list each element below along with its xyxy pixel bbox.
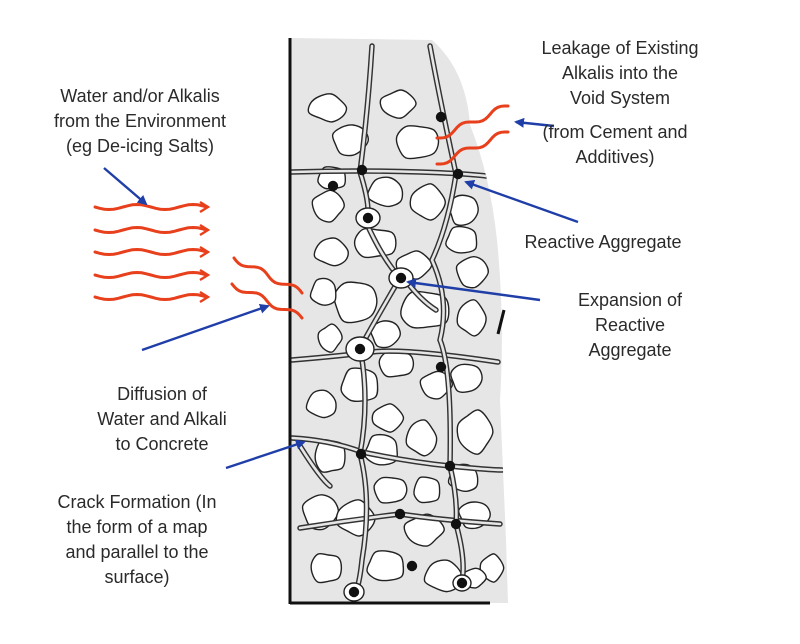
aggregate <box>395 125 440 160</box>
environment-wave <box>93 270 209 280</box>
aggregate <box>310 552 343 584</box>
aggregate <box>311 189 345 223</box>
arrow-reactive-aggregate <box>464 179 579 224</box>
aggregate <box>413 476 441 504</box>
arrow-expansion <box>406 278 541 302</box>
environment-wave <box>93 247 209 257</box>
reactive-particle <box>452 168 464 180</box>
wave-arrowhead <box>199 200 211 214</box>
reactive-particle <box>356 164 368 176</box>
reactive-particle <box>327 180 339 192</box>
arrow-environment <box>103 167 148 206</box>
aggregate <box>450 363 483 393</box>
reactive-particle <box>444 460 456 472</box>
wave-arrowhead <box>199 223 211 237</box>
diffusion-wave <box>232 256 304 295</box>
crack <box>428 44 465 584</box>
aggregate <box>400 290 450 329</box>
aggregate <box>409 183 447 221</box>
environment-wave <box>93 292 209 302</box>
reactive-particle <box>395 272 407 284</box>
crack <box>290 349 500 364</box>
label-reactive-aggregate: Reactive Aggregate <box>524 232 682 252</box>
aggregate <box>371 403 405 433</box>
aggregate <box>313 237 349 267</box>
aggregate <box>379 89 417 119</box>
aggregate <box>455 255 490 289</box>
aggregate <box>456 409 494 455</box>
leakage-wave <box>435 130 510 166</box>
aggregate <box>331 124 370 157</box>
aggregate <box>419 370 454 400</box>
aggregate <box>333 281 378 324</box>
leakage-wave <box>435 104 510 140</box>
aggregate <box>405 419 438 457</box>
aggregate <box>445 225 478 254</box>
crack <box>290 169 502 180</box>
crack-tick <box>496 309 506 335</box>
aggregate <box>373 476 408 504</box>
reactive-particle <box>456 577 468 589</box>
crack <box>290 436 504 472</box>
reactive-particle <box>394 508 406 520</box>
crack <box>298 444 332 488</box>
reactive-particle <box>435 361 447 373</box>
aggregate <box>366 550 405 582</box>
wave-arrowhead <box>199 245 211 259</box>
reactive-particle <box>406 560 418 572</box>
aggregate <box>340 367 379 403</box>
environment-wave <box>93 225 209 235</box>
aggregate <box>309 277 337 306</box>
arrow-diffusion <box>141 303 270 352</box>
arrow-leakage <box>514 117 555 128</box>
wave-arrowhead <box>199 290 211 304</box>
reactive-particle <box>362 212 374 224</box>
wave-arrowhead <box>199 268 211 282</box>
reactive-particle <box>348 586 360 598</box>
aggregate <box>456 299 487 337</box>
reactive-particle <box>355 448 367 460</box>
aggregate <box>307 93 348 123</box>
diffusion-wave <box>230 282 304 320</box>
aggregate <box>305 389 337 419</box>
arrow-crack-formation <box>225 439 306 470</box>
reactive-particle <box>450 518 462 530</box>
reactive-particle <box>435 111 447 123</box>
aggregate <box>317 323 343 353</box>
environment-wave <box>93 202 209 212</box>
aggregate <box>378 350 415 378</box>
reactive-particle <box>354 343 366 355</box>
